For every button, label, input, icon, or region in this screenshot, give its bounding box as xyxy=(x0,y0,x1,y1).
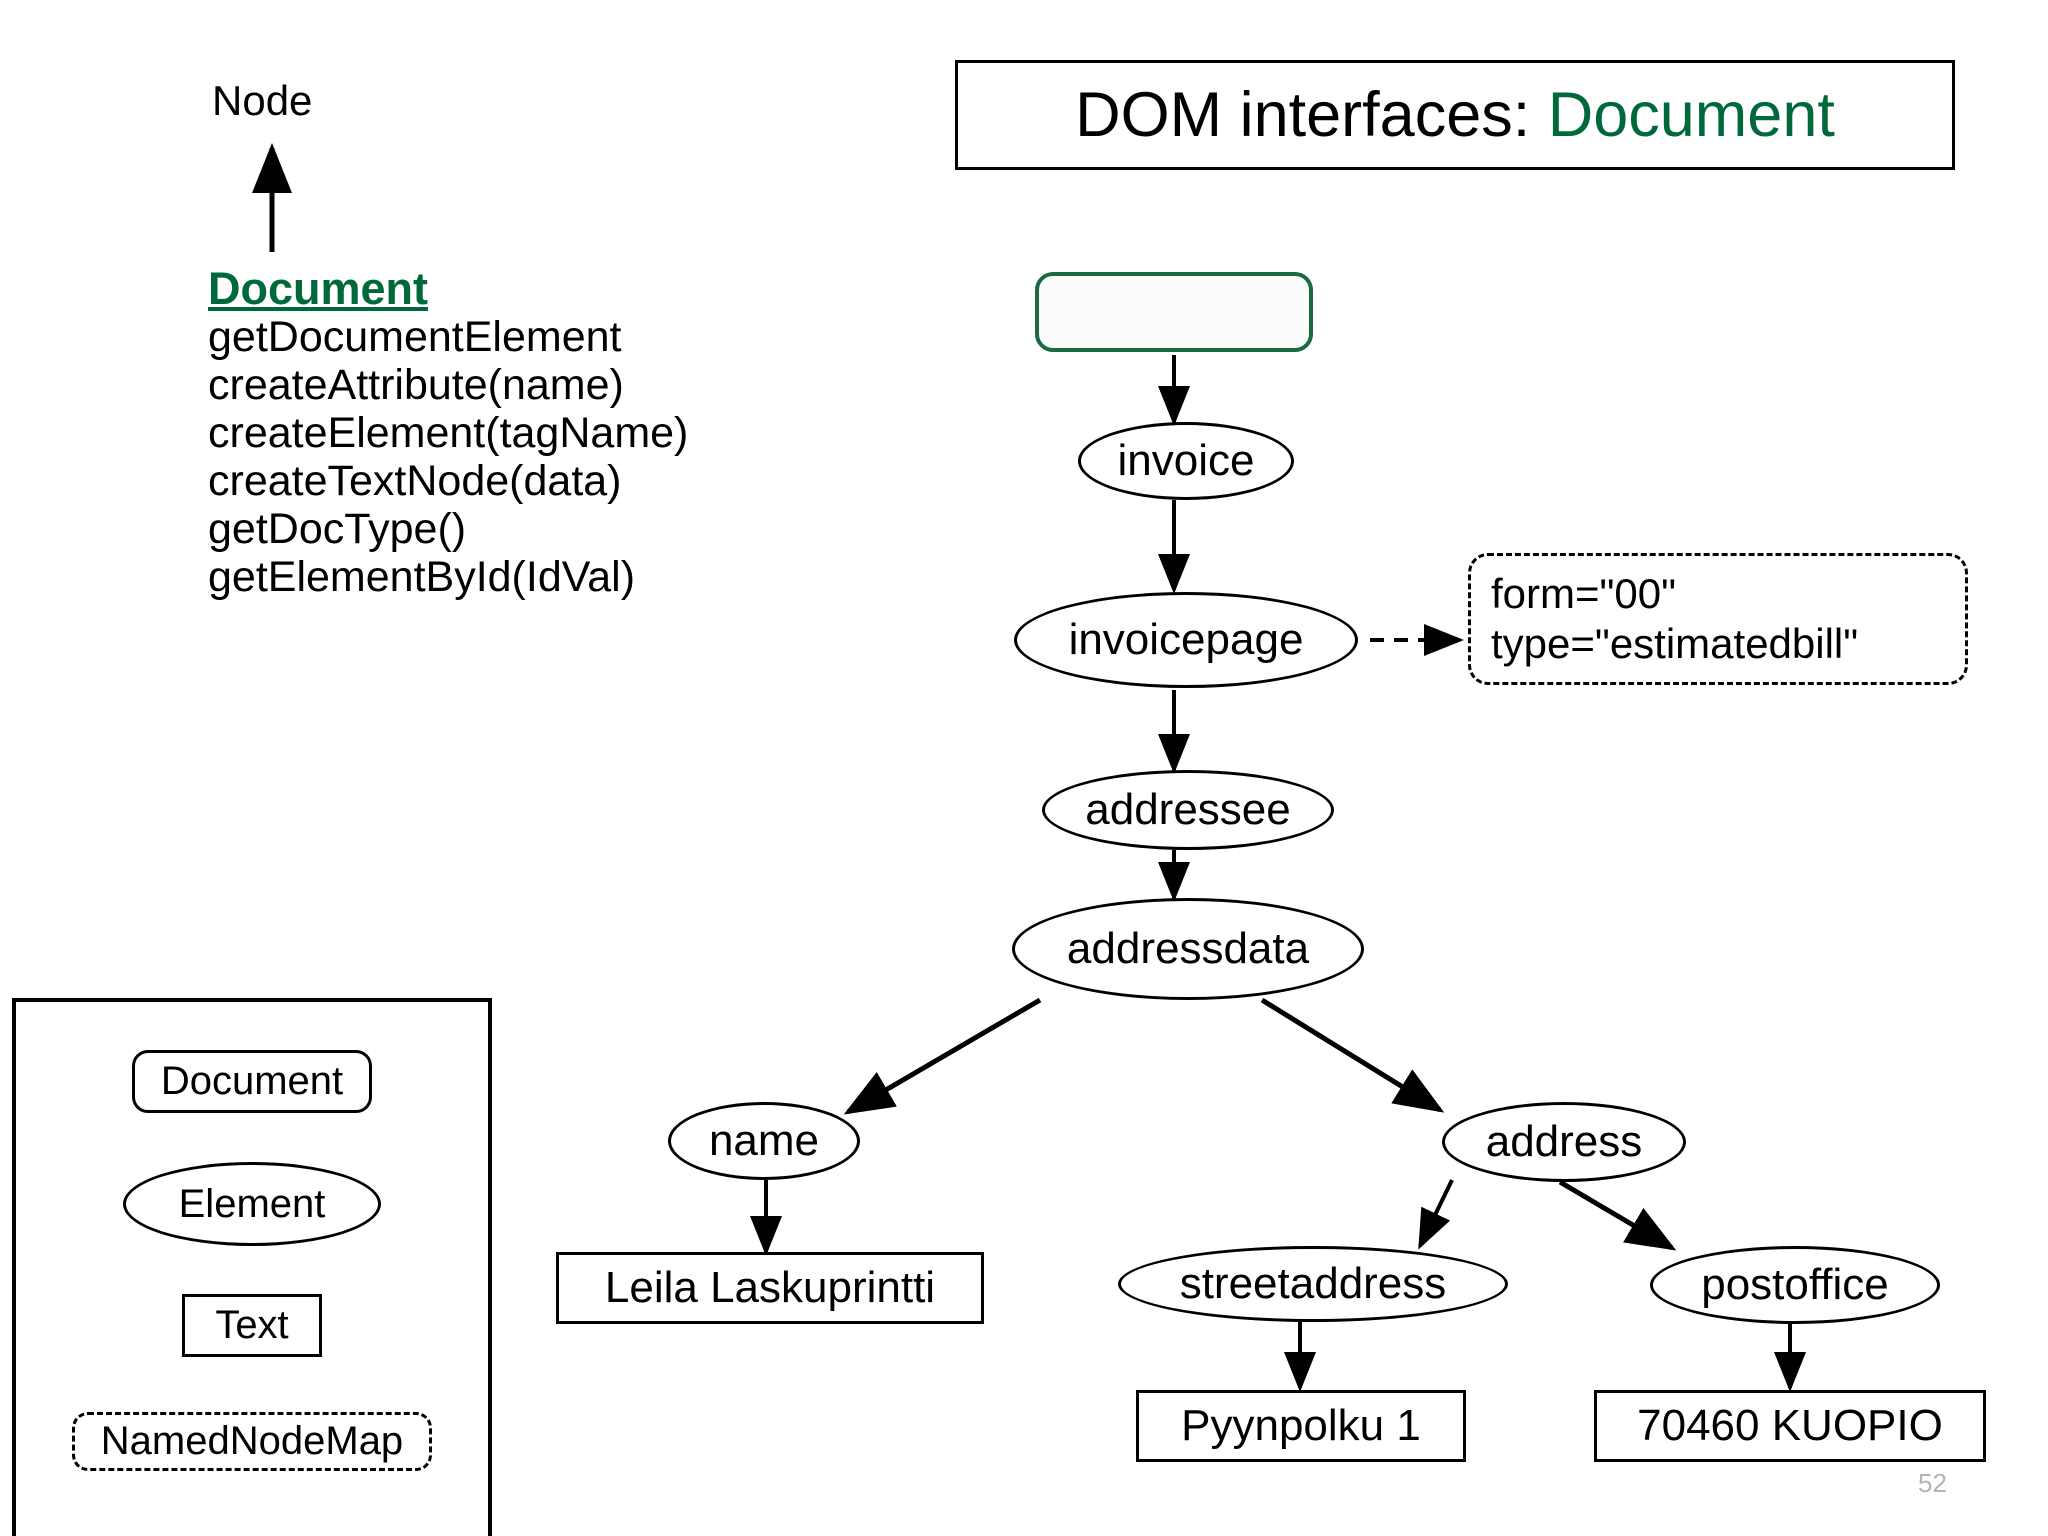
tree-node-label: address xyxy=(1485,1117,1643,1166)
method-item: createTextNode(data) xyxy=(208,457,622,506)
title-highlight: Document xyxy=(1547,80,1835,150)
legend-item-element: Element xyxy=(16,1162,488,1246)
tree-text-node-label: 70460 KUOPIO xyxy=(1637,1401,1943,1450)
tree-node-label: postoffice xyxy=(1701,1260,1889,1309)
legend-text-label: Text xyxy=(182,1294,322,1357)
tree-node-label: streetaddress xyxy=(1179,1259,1447,1308)
tree-node-invoicepage: invoicepage xyxy=(1014,592,1358,688)
tree-node-address: address xyxy=(1442,1102,1686,1182)
legend-item-document: Document xyxy=(16,1050,488,1113)
tree-node-streetaddress: streetaddress xyxy=(1118,1246,1508,1322)
tree-node-label: addressee xyxy=(1085,785,1291,834)
tree-text-node-postoffice-value: 70460 KUOPIO xyxy=(1594,1390,1986,1462)
tree-attributes-namednodemap: form="00" type="estimatedbill" xyxy=(1468,553,1968,685)
tree-node-addressdata: addressdata xyxy=(1012,898,1364,1000)
tree-node-postoffice: postoffice xyxy=(1650,1246,1940,1324)
parent-interface-label: Node xyxy=(212,77,313,124)
page-number: 52 xyxy=(1918,1468,1947,1498)
tree-node-addressee: addressee xyxy=(1042,770,1334,850)
edge-addressdata-address xyxy=(1260,997,1445,1113)
attribute-line: type="estimatedbill" xyxy=(1491,620,1859,667)
legend-item-text: Text xyxy=(16,1294,488,1357)
tree-document-node xyxy=(1035,272,1313,352)
slide-title-box: DOM interfaces: Document xyxy=(955,60,1955,170)
attribute-line: form="00" xyxy=(1491,570,1677,618)
method-item: createElement(tagName) xyxy=(208,409,689,457)
method-item: getElementById(IdVal) xyxy=(208,553,636,602)
edge-address-postoffice xyxy=(1558,1179,1677,1251)
tree-node-label: invoicepage xyxy=(1068,615,1304,664)
legend-document-label: Document xyxy=(131,1050,373,1113)
method-item: createAttribute(name) xyxy=(208,360,624,409)
tree-node-label: invoice xyxy=(1117,436,1255,485)
method-item: getDocumentElement xyxy=(208,312,622,361)
legend-item-namednodemap: NamedNodeMap xyxy=(16,1412,488,1471)
legend-element-label: Element xyxy=(123,1162,381,1246)
tree-node-invoice: invoice xyxy=(1078,422,1294,500)
interface-method-list: Document getDocumentElement createAttrib… xyxy=(208,265,828,602)
tree-node-label: addressdata xyxy=(1066,924,1310,973)
edge-addressdata-name xyxy=(843,997,1042,1115)
tree-text-node-label: Leila Laskuprintti xyxy=(604,1263,936,1312)
method-item: getDocType() xyxy=(208,505,467,554)
tree-node-name: name xyxy=(668,1102,860,1180)
tree-text-node-name-value: Leila Laskuprintti xyxy=(556,1252,984,1324)
title-prefix: DOM interfaces: xyxy=(1075,80,1548,150)
legend-namednodemap-label: NamedNodeMap xyxy=(71,1412,433,1471)
tree-text-node-street-value: Pyynpolku 1 xyxy=(1136,1390,1466,1462)
tree-node-label: name xyxy=(708,1116,820,1165)
interface-name: Document xyxy=(208,263,429,314)
tree-text-node-label: Pyynpolku 1 xyxy=(1181,1401,1421,1450)
legend-panel: Document Element Text NamedNodeMap xyxy=(12,998,492,1536)
edge-address-streetaddress xyxy=(1418,1179,1454,1250)
